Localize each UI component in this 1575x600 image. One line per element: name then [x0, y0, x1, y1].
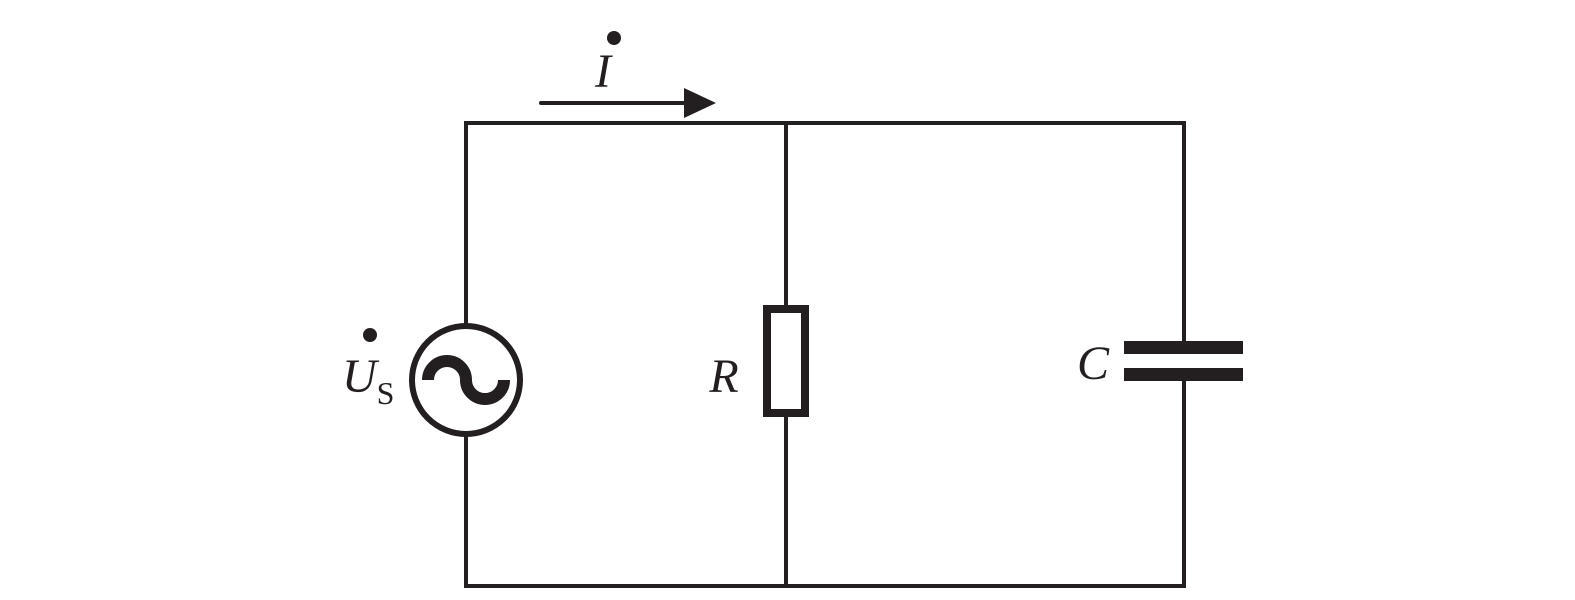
current-indicator: I: [539, 31, 716, 118]
capacitor-plate-bottom: [1124, 368, 1243, 381]
ac-source: US: [342, 323, 523, 437]
source-phasor-dot: [363, 328, 377, 342]
resistor-icon: [763, 305, 809, 417]
source-label: US: [342, 350, 394, 411]
resistor-label: R: [708, 350, 738, 403]
source-label-subscript: S: [377, 375, 395, 411]
capacitor: C: [1077, 337, 1243, 390]
source-label-main: U: [342, 350, 380, 403]
sine-wave-icon: [422, 355, 510, 405]
resistor: R: [708, 305, 809, 417]
capacitor-plate-top: [1124, 341, 1243, 354]
current-label: I: [594, 45, 613, 98]
wiring: [464, 121, 1186, 588]
capacitor-label: C: [1077, 337, 1110, 390]
current-phasor-dot: [607, 31, 621, 45]
arrow-right-icon: [684, 88, 716, 118]
